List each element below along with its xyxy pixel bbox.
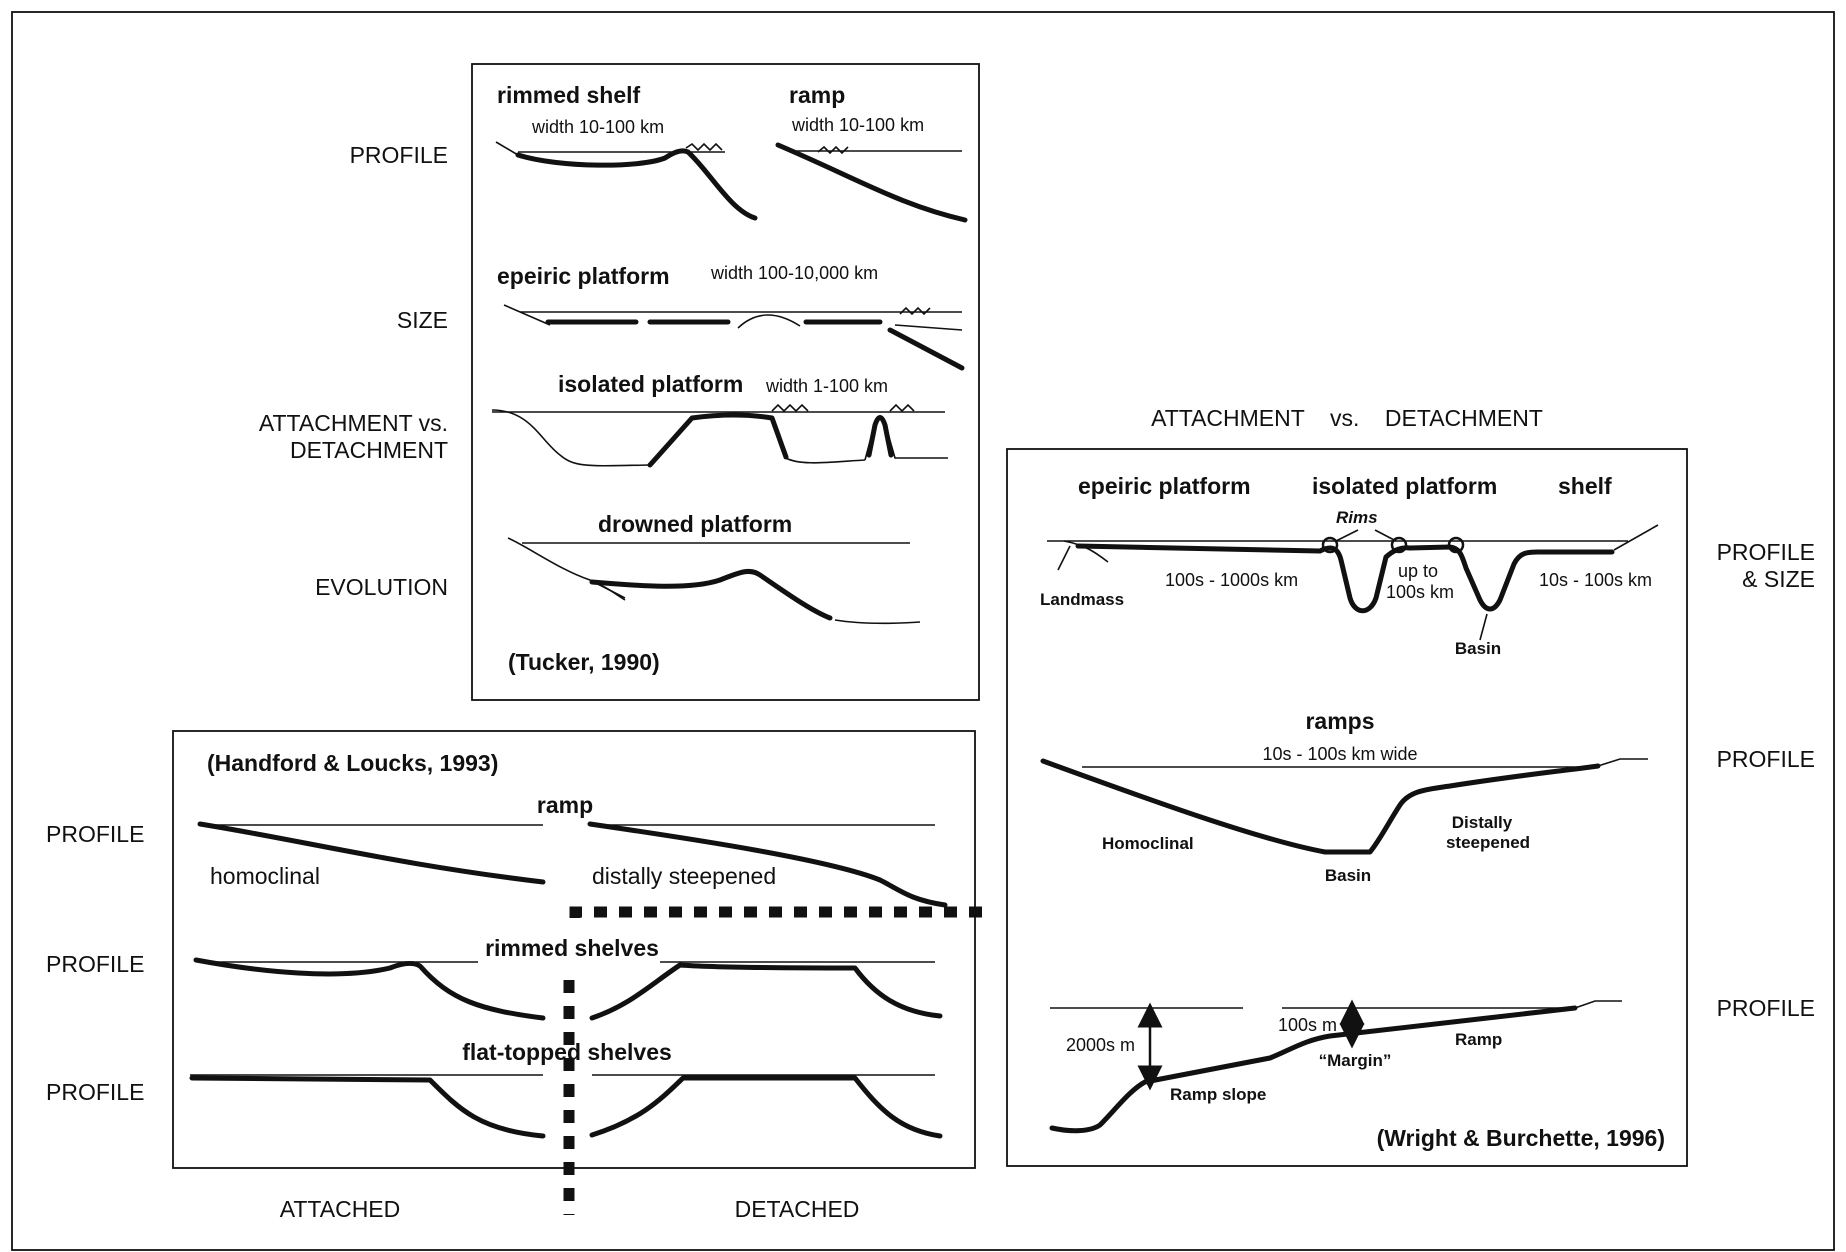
handford-homoclinal: homoclinal: [210, 863, 320, 889]
label-profile-size-line2: & SIZE: [1742, 566, 1815, 592]
handford-citation: (Handford & Loucks, 1993): [207, 750, 498, 776]
label-size: SIZE: [397, 307, 448, 333]
attached-flat-topped-profile: [189, 1074, 546, 1139]
handford-rimmed-shelves: rimmed shelves: [485, 935, 659, 961]
wright-depth-2000: 2000s m: [1066, 1035, 1135, 1055]
wright-ramps-title: ramps: [1305, 708, 1374, 734]
label-attached: ATTACHED: [280, 1196, 401, 1222]
wright-basin-mid: Basin: [1325, 866, 1371, 885]
epeiric-isolated-shelf-profile: [1047, 524, 1659, 641]
homoclinal-distally-steepened-ramps-profile: [1040, 758, 1648, 855]
label-profile-size-line1: PROFILE: [1717, 539, 1815, 565]
label-profile-handford-2: PROFILE: [46, 951, 144, 977]
wright-burchette-panel: epeiric platform isolated platform shelf…: [1006, 448, 1688, 1167]
label-detached: DETACHED: [735, 1196, 860, 1222]
tucker-panel: rimmed shelf width 10-100 km ramp width …: [471, 63, 980, 701]
wright-steepened: steepened: [1446, 833, 1530, 852]
ramp-title: ramp: [789, 82, 845, 108]
rimmed-shelf-profile: [495, 141, 758, 221]
isolated-width: width 1-100 km: [765, 376, 888, 396]
wright-homoclinal: Homoclinal: [1102, 834, 1194, 853]
epeiric-width: width 100-10,000 km: [710, 263, 878, 283]
drowned-platform-title: drowned platform: [598, 511, 792, 537]
wright-up-to: up to: [1398, 561, 1438, 581]
rimmed-shelf-width: width 10-100 km: [531, 117, 664, 137]
handford-flat-topped-shelves: flat-topped shelves: [462, 1039, 672, 1065]
ramp-width: width 10-100 km: [791, 115, 924, 135]
wright-rims: Rims: [1336, 508, 1378, 527]
label-attachment-line1: ATTACHMENT vs.: [259, 410, 448, 436]
handford-loucks-panel: (Handford & Loucks, 1993) PROFILE PROFIL…: [46, 730, 985, 1222]
handford-distally-steepened: distally steepened: [592, 863, 776, 889]
wright-depth-100: 100s m: [1278, 1015, 1337, 1035]
label-profile-wright-2: PROFILE: [1717, 746, 1815, 772]
epeiric-platform-profile: [503, 304, 965, 371]
detached-rimmed-shelf-profile: [589, 961, 943, 1021]
wright-citation: (Wright & Burchette, 1996): [1377, 1125, 1665, 1151]
wright-ramp-label: Ramp: [1455, 1030, 1502, 1049]
label-profile-handford-3: PROFILE: [46, 1079, 144, 1105]
wright-shelf-width: 10s - 100s km: [1539, 570, 1652, 590]
wright-isolated-platform: isolated platform: [1312, 473, 1497, 499]
ramp-margin-profile: [1049, 999, 1622, 1134]
label-evolution: EVOLUTION: [315, 574, 448, 600]
ramp-profile: [775, 142, 968, 223]
attached-rimmed-shelf-profile: [193, 957, 546, 1021]
detached-flat-topped-profile: [589, 1074, 943, 1139]
wright-ramp-slope: Ramp slope: [1170, 1085, 1266, 1104]
isolated-platform-profile: [491, 403, 948, 468]
drowned-platform-profile: [507, 537, 921, 625]
wright-landmass: Landmass: [1040, 590, 1124, 609]
wright-panel-frame: [1006, 448, 1688, 1167]
wright-epeiric-width: 100s - 1000s km: [1165, 570, 1298, 590]
label-profile-tucker: PROFILE: [350, 142, 448, 168]
label-profile-handford-1: PROFILE: [46, 821, 144, 847]
wright-distally: Distally: [1452, 813, 1513, 832]
attached-detached-dashed-horizontal: [569, 906, 985, 918]
wright-basin-top: Basin: [1455, 639, 1501, 658]
epeiric-platform-title: epeiric platform: [497, 263, 670, 289]
rimmed-shelf-title: rimmed shelf: [497, 82, 640, 108]
wright-margin-label: “Margin”: [1319, 1051, 1392, 1070]
label-profile-wright-3: PROFILE: [1717, 995, 1815, 1021]
tucker-panel-frame: [471, 63, 980, 701]
attachment-vs-detachment-heading: ATTACHMENT vs. DETACHMENT: [1151, 405, 1543, 431]
wright-shelf: shelf: [1558, 473, 1612, 499]
wright-ramps-width: 10s - 100s km wide: [1262, 744, 1417, 764]
label-attachment-line2: DETACHMENT: [290, 437, 448, 463]
wright-isolated-width: 100s km: [1386, 582, 1454, 602]
handford-ramp-title: ramp: [537, 792, 593, 818]
homoclinal-ramp-profile: [197, 821, 546, 885]
tucker-citation: (Tucker, 1990): [508, 649, 660, 675]
wright-epeiric-platform: epeiric platform: [1078, 473, 1251, 499]
isolated-platform-title: isolated platform: [558, 371, 743, 397]
distally-steepened-ramp-profile: [587, 821, 948, 908]
outer-frame: [11, 11, 1835, 1251]
